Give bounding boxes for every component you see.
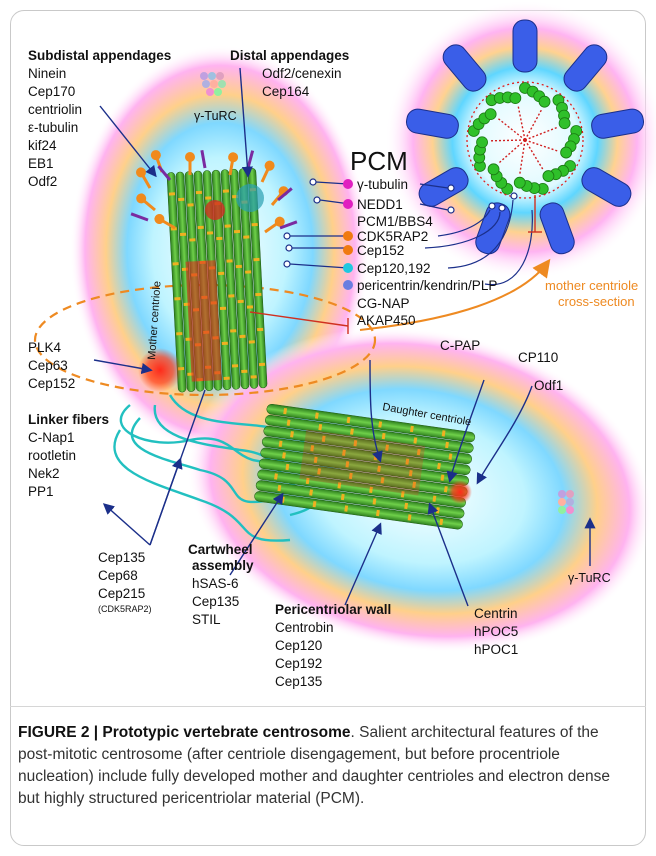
caption-figure-label: FIGURE 2 | Prototypic vertebrate centros… [18,724,351,741]
distal-focus [236,184,264,212]
cross-section-label-1: cross-section [558,294,635,309]
plk4-item-1: Cep63 [28,358,68,373]
cpap-label: C-PAP [440,338,480,353]
cartwheel-title-0: Cartwheel [188,542,253,557]
cep135-item-2: Cep215 [98,586,145,601]
centrin-item-1: hPOC5 [474,624,518,639]
pcm-item-1: NEDD1 [357,197,403,212]
pericentriolar-item-3: Cep135 [275,674,322,689]
distal-title: Distal appendages [230,48,349,63]
pcm-item-0: γ-tubulin [357,177,408,192]
pcm-item-4: Cep152 [357,243,404,258]
plk4-focus [138,348,182,392]
cartwheel-item-0: hSAS-6 [192,576,239,591]
pcm-item-3: CDK5RAP2 [357,229,428,244]
cartwheel-item-2: STIL [192,612,221,627]
pcm-dot-cep120 [343,263,353,273]
pericentriolar-item-1: Cep120 [275,638,322,653]
caption-divider [10,706,646,707]
subdistal-item-0: Ninein [28,66,66,81]
subdistal-item-6: Odf2 [28,174,57,189]
pcm-dot-cdk5rap2 [343,231,353,241]
pcm-item-5: Cep120,192 [357,261,431,276]
linker-item-1: rootletin [28,448,76,463]
cdk5rap2-note: (CDK5RAP2) [98,604,152,614]
cp110-label: CP110 [518,350,558,365]
pericentriolar-item-2: Cep192 [275,656,322,671]
plk4-item-2: Cep152 [28,376,75,391]
pcm-dot-cep152 [343,245,353,255]
pericentriolar-title: Pericentriolar wall [275,602,391,617]
pcm-item-8: AKAP450 [357,313,416,328]
figure-caption: FIGURE 2 | Prototypic vertebrate centros… [18,722,618,810]
cep135-item-1: Cep68 [98,568,138,583]
linker-item-3: PP1 [28,484,54,499]
gturc-top-label: γ-TuRC [194,109,237,123]
pcm-title: PCM [350,146,408,176]
distal-item-0: Odf2/cenexin [262,66,342,81]
subdistal-item-2: centriolin [28,102,82,117]
pcm-item-2: PCM1/BBS4 [357,214,433,229]
linker-item-2: Nek2 [28,466,60,481]
cross-section-blade [513,20,537,72]
pcm-dot-gamma-tubulin [343,179,353,189]
gturc-bottom-label: γ-TuRC [568,571,611,585]
pericentriolar-item-0: Centrobin [275,620,334,635]
subdistal-item-1: Cep170 [28,84,75,99]
pcm-dot-pericentrin [343,280,353,290]
pcm-item-7: CG-NAP [357,296,410,311]
linker-item-0: C-Nap1 [28,430,75,445]
cartwheel-title-1: assembly [192,558,254,573]
odf1-label: Odf1 [534,378,563,393]
subdistal-item-4: kif24 [28,138,57,153]
cep135-item-0: Cep135 [98,550,145,565]
centrin-item-0: Centrin [474,606,518,621]
subdistal-title: Subdistal appendages [28,48,171,63]
cross-section-label-0: mother centriole [545,278,638,293]
cartwheel-item-1: Cep135 [192,594,239,609]
centrin-item-2: hPOC1 [474,642,518,657]
subdistal-item-5: EB1 [28,156,54,171]
plk4-item-0: PLK4 [28,340,62,355]
linker-title: Linker fibers [28,412,109,427]
distal-item-1: Cep164 [262,84,310,99]
subdistal-item-3: ε-tubulin [28,120,78,135]
pcm-item-6: pericentrin/kendrin/PLP [357,278,497,293]
pcm-dot-nedd1 [343,199,353,209]
